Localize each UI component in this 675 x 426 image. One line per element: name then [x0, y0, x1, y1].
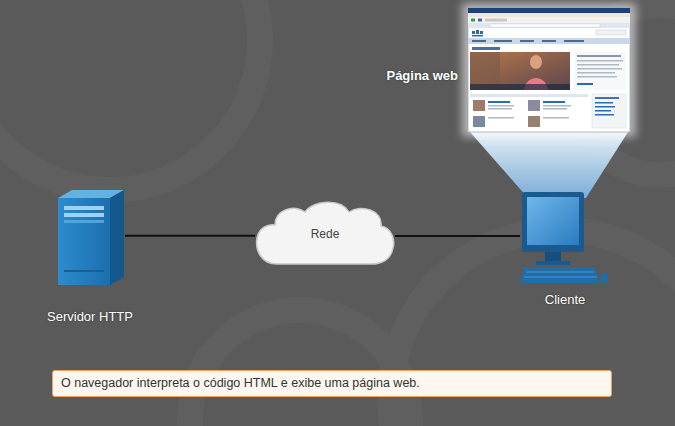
network-cloud: Rede [255, 198, 395, 270]
caption-box: O navegador interpreta o código HTML e e… [52, 370, 612, 397]
server-node: Servidor HTTP [55, 188, 125, 287]
server-icon [58, 190, 124, 285]
projection-beam [470, 132, 628, 198]
network-link [125, 235, 255, 237]
client-computer-icon [520, 192, 608, 283]
client-node: Cliente [520, 188, 610, 288]
icon-label: Servidor HTTP [47, 309, 133, 324]
network-link [395, 235, 520, 237]
node-label: Rede [311, 227, 340, 241]
web-page-node: Página web [468, 8, 630, 132]
caption-text: O navegador interpreta o código HTML e e… [53, 371, 611, 395]
icon-label: Página web [386, 68, 458, 83]
icon-label: Cliente [545, 292, 585, 307]
web-page-screenshot [462, 3, 636, 137]
